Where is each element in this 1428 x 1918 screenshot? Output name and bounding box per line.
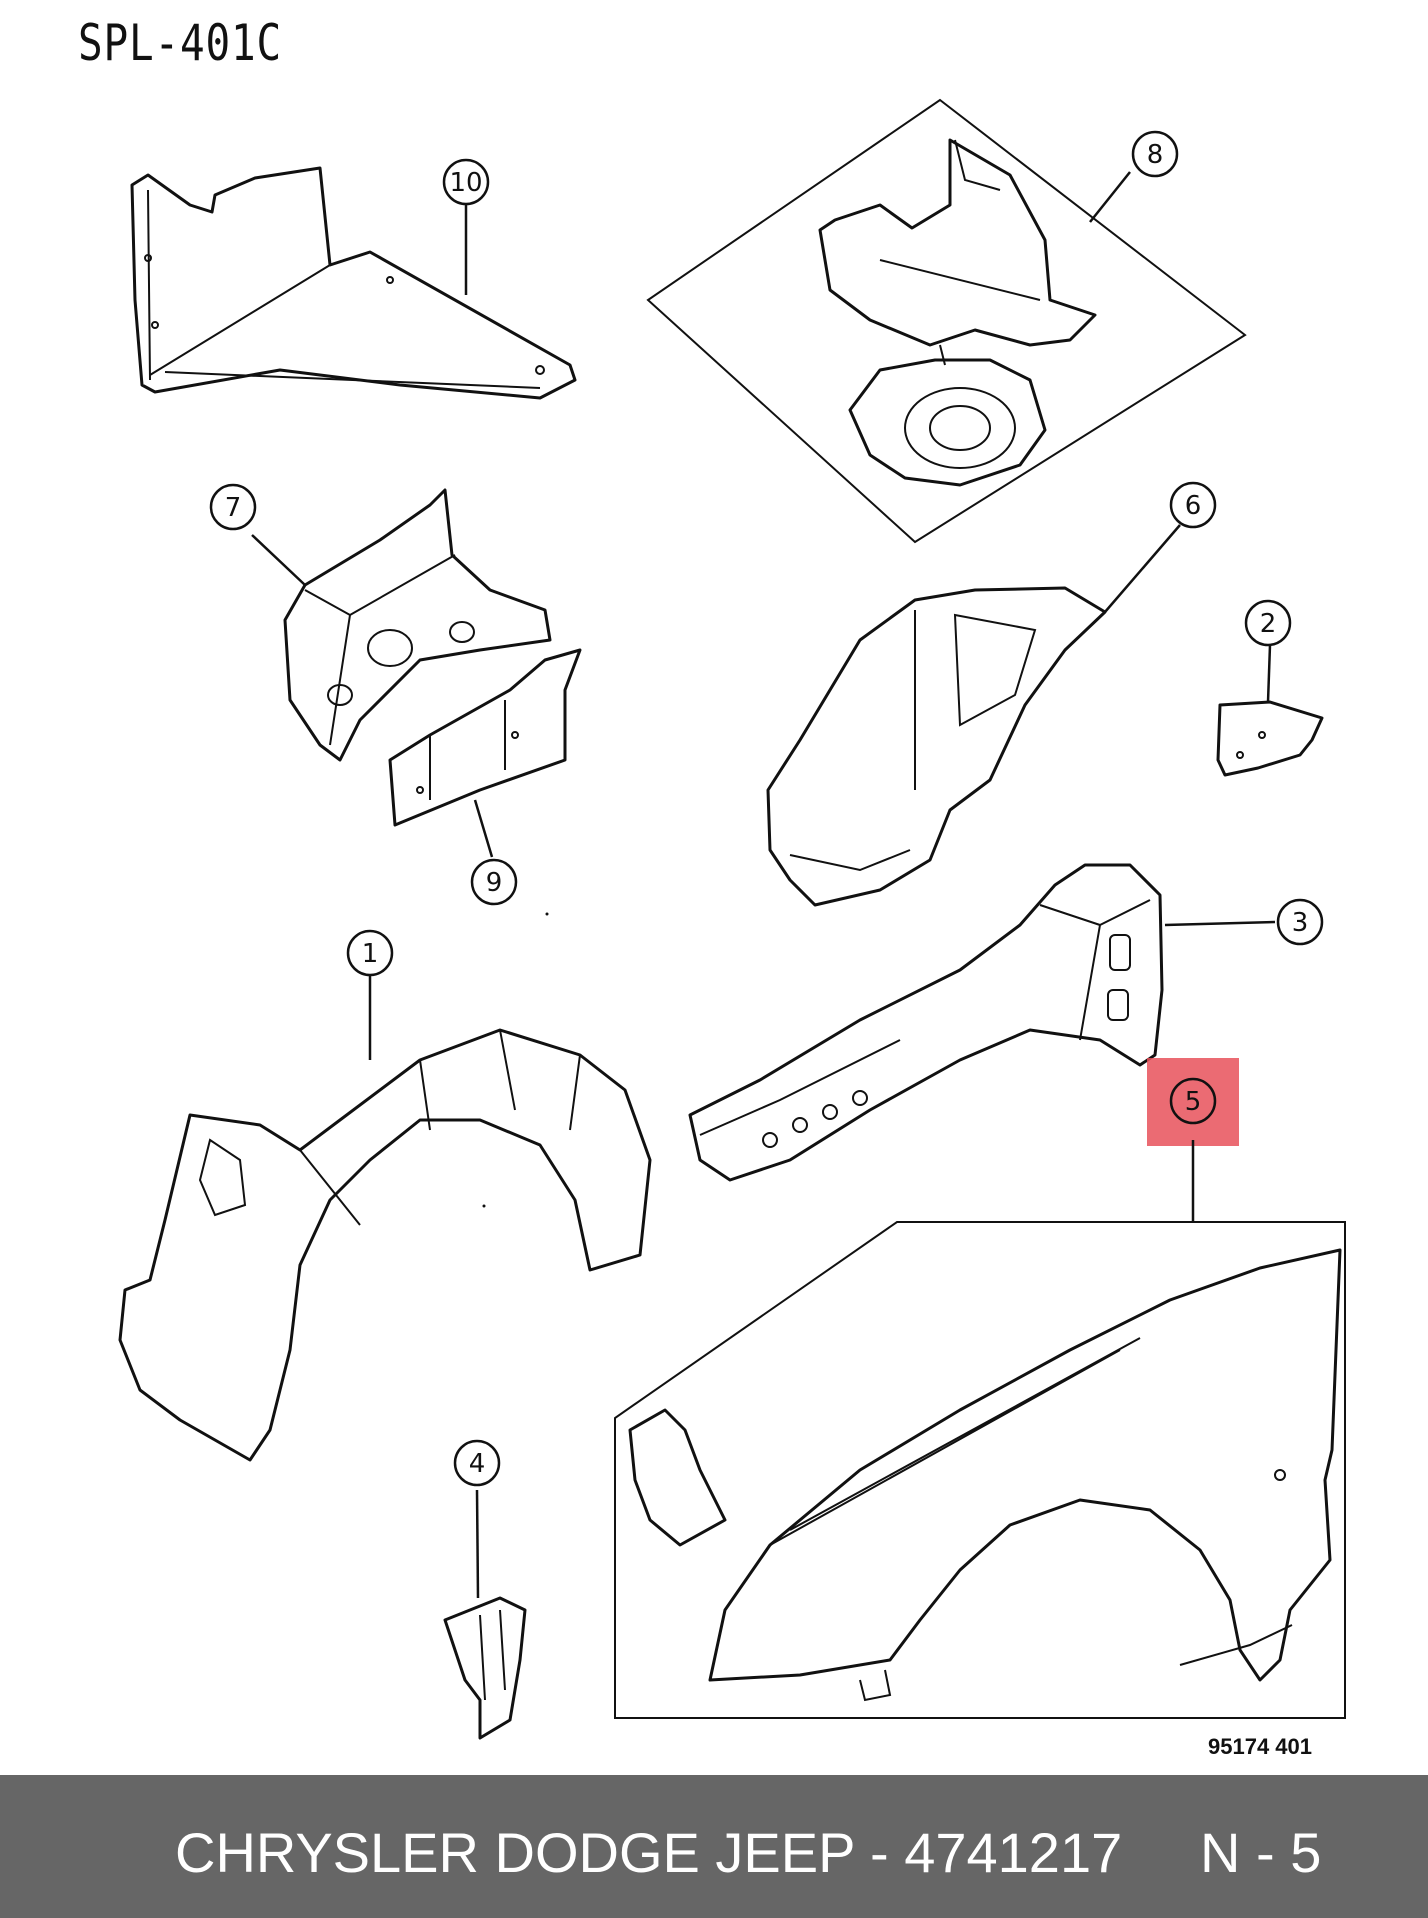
footer-part-label: CHRYSLER DODGE JEEP - 4741217 N - 5: [175, 1821, 1322, 1884]
part-3-frame-rail[interactable]: [688, 863, 1164, 1182]
svg-text:9: 9: [486, 868, 503, 898]
callout-9[interactable]: 9: [470, 858, 518, 906]
parts-diagram: 10 8 7 6 2 3 1 9 5 4: [118, 98, 1346, 1740]
callout-1[interactable]: 1: [346, 929, 394, 977]
callout-10[interactable]: 10: [442, 158, 490, 206]
svg-text:7: 7: [225, 493, 242, 523]
part-8-strut-tower[interactable]: [646, 98, 1247, 544]
part-4-clip[interactable]: [443, 1596, 527, 1740]
callout-5[interactable]: 5: [1169, 1077, 1217, 1125]
callout-5-highlight: [1147, 1058, 1239, 1146]
part-10-bracket[interactable]: [130, 166, 577, 400]
footer-bar: [0, 1775, 1428, 1918]
part-5-front-fender[interactable]: [614, 1221, 1346, 1719]
svg-text:6: 6: [1185, 491, 1202, 521]
svg-text:2: 2: [1260, 609, 1277, 639]
svg-text:10: 10: [449, 168, 482, 198]
callout-3[interactable]: 3: [1276, 898, 1324, 946]
callout-4[interactable]: 4: [453, 1439, 501, 1487]
part-9-reinforcement[interactable]: [388, 648, 582, 827]
callout-2[interactable]: 2: [1244, 599, 1292, 647]
svg-text:5: 5: [1185, 1087, 1202, 1117]
svg-text:8: 8: [1147, 140, 1164, 170]
part-2-small-bracket[interactable]: [1216, 700, 1324, 777]
diagram-reference-code: SPL-401C: [78, 14, 283, 72]
figure-code: 95174 401: [1208, 1734, 1312, 1759]
callout-8[interactable]: 8: [1131, 130, 1179, 178]
part-6-inner-fender[interactable]: [766, 586, 1107, 907]
callout-6[interactable]: 6: [1169, 481, 1217, 529]
part-7-inner-apron[interactable]: [283, 488, 552, 762]
callout-7[interactable]: 7: [209, 483, 257, 531]
leader-lines: [251, 171, 1276, 1599]
svg-text:4: 4: [469, 1449, 486, 1479]
svg-text:1: 1: [362, 939, 379, 969]
part-1-wheelhouse-liner[interactable]: [118, 1028, 652, 1462]
svg-text:3: 3: [1292, 908, 1309, 938]
